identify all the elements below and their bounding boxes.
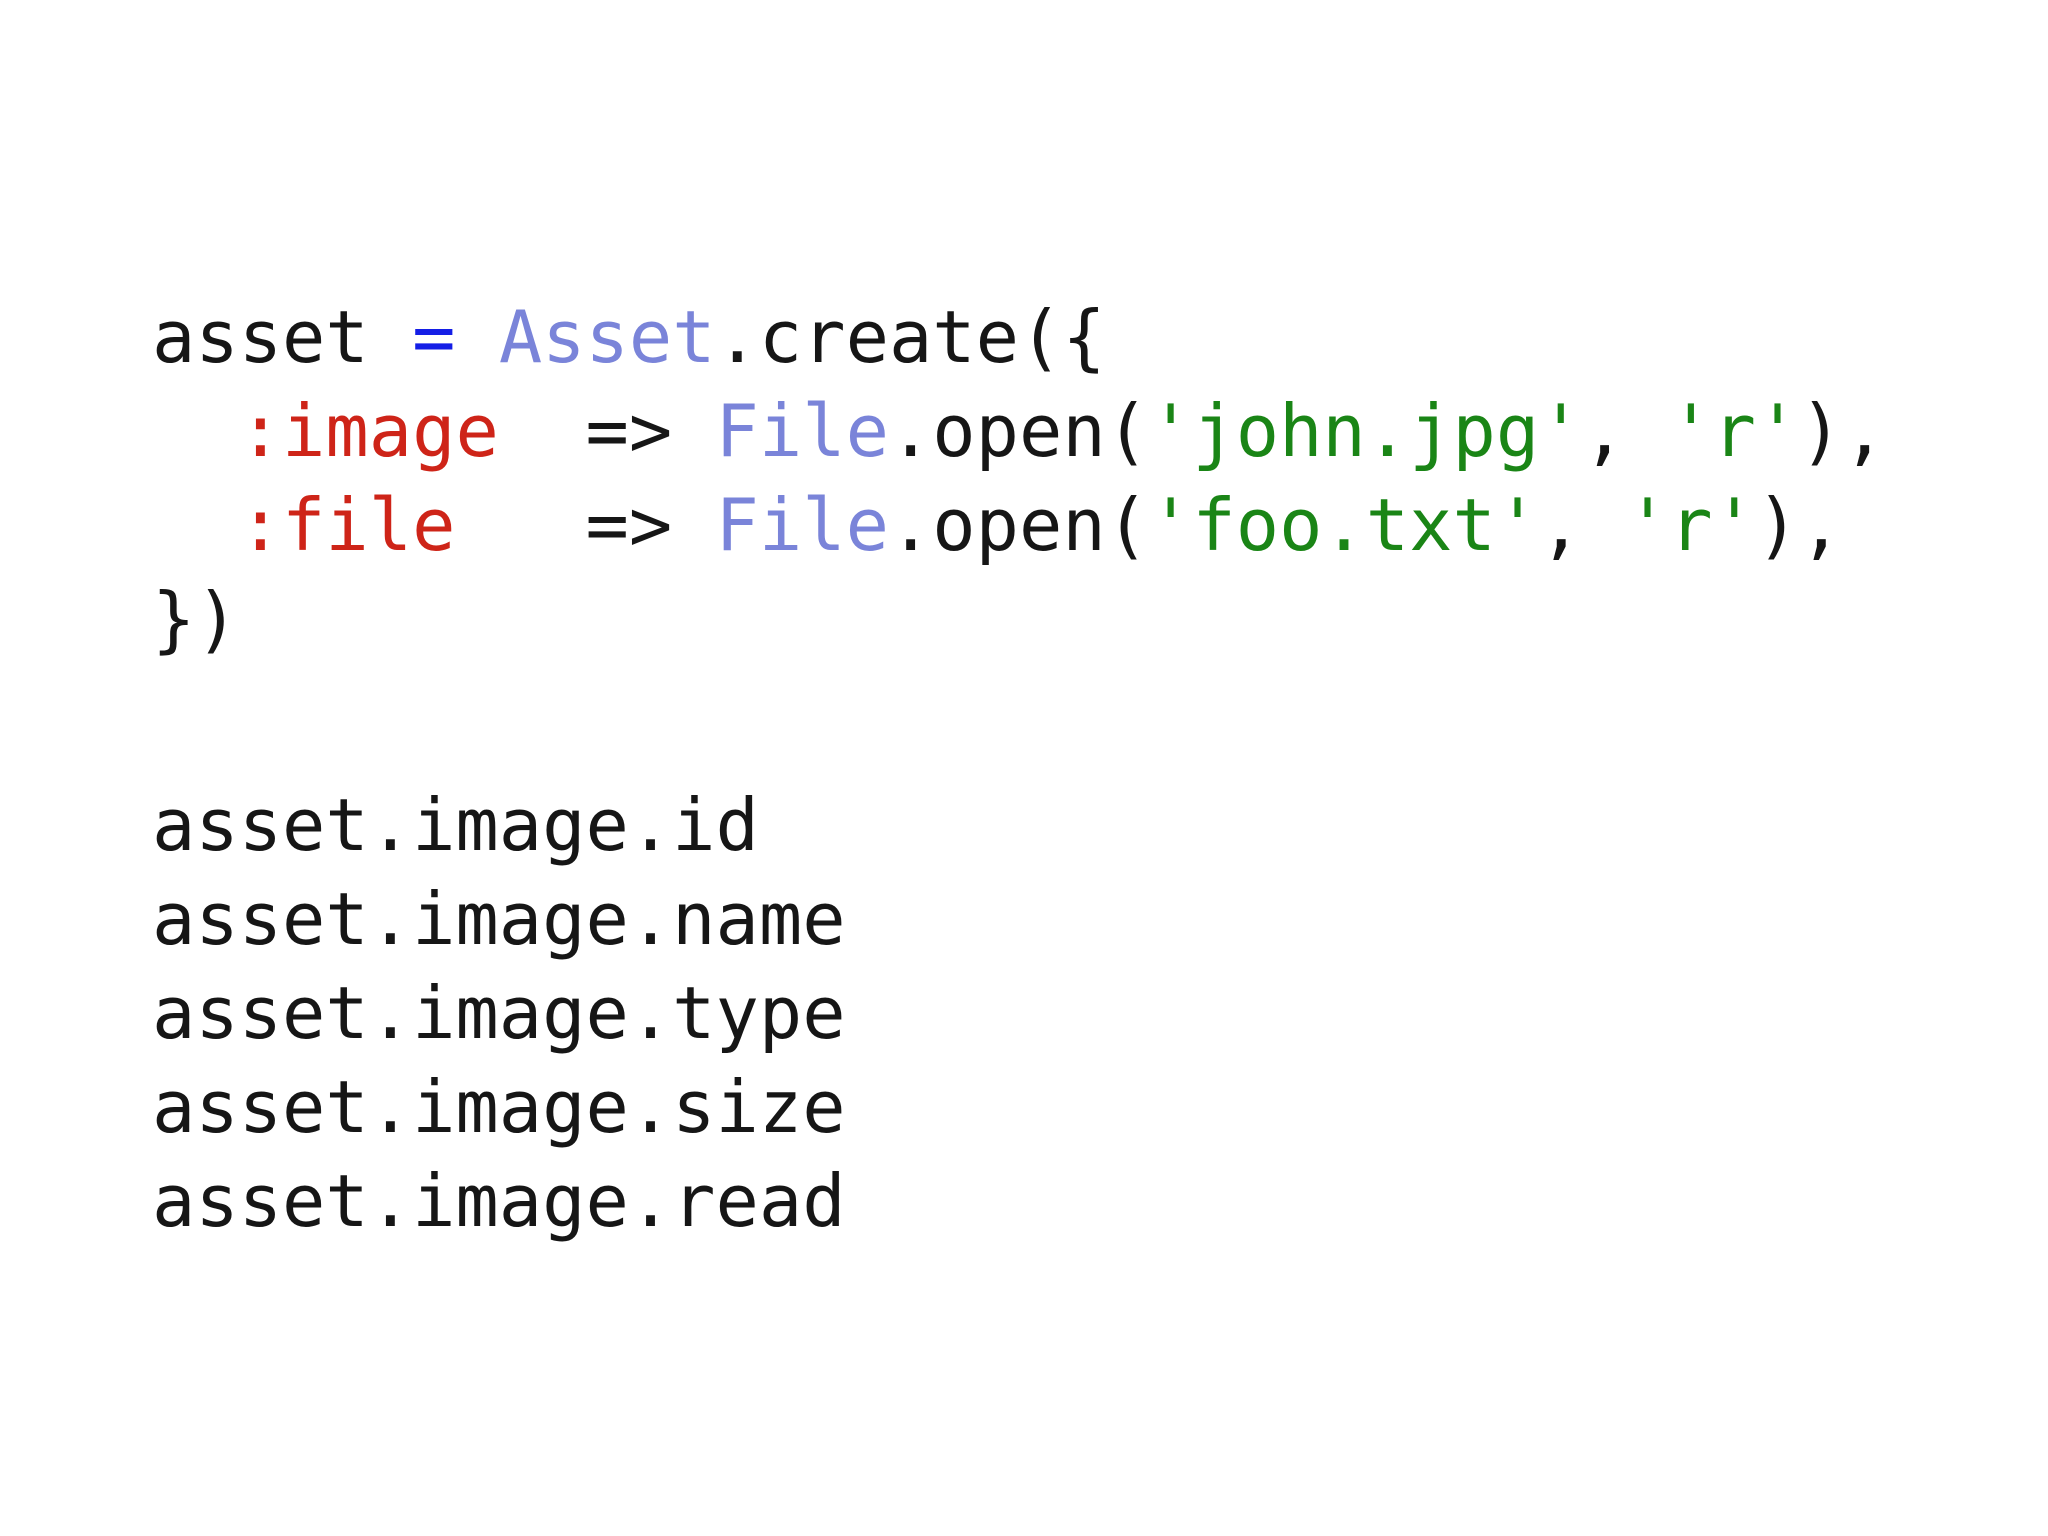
code-line: })	[152, 572, 1886, 666]
code-line: asset.image.read	[152, 1154, 846, 1248]
code-token-string: 'foo.txt'	[1149, 483, 1540, 567]
code-token-plain: .open(	[888, 483, 1150, 567]
code-line: asset.image.size	[152, 1060, 846, 1154]
code-token-string: 'r'	[1669, 389, 1800, 473]
code-token-plain: asset.image.id	[152, 783, 759, 867]
code-token-string: 'john.jpg'	[1149, 389, 1583, 473]
code-line: asset.image.type	[152, 966, 846, 1060]
code-token-symbol: :file	[238, 483, 456, 567]
code-token-class_name: File	[715, 389, 889, 473]
code-block-asset-create: asset = Asset.create({ :image => File.op…	[152, 290, 1886, 666]
code-line: :file => File.open('foo.txt', 'r'),	[152, 478, 1886, 572]
code-line: :image => File.open('john.jpg', 'r'),	[152, 384, 1886, 478]
code-token-plain: .open(	[888, 389, 1150, 473]
code-token-plain: =>	[455, 483, 716, 567]
code-token-operator: =	[412, 295, 456, 379]
code-token-string: 'r'	[1625, 483, 1756, 567]
code-token-plain: ),	[1755, 483, 1843, 567]
code-line: asset = Asset.create({	[152, 290, 1886, 384]
code-token-plain: asset.image.size	[152, 1065, 846, 1149]
code-token-plain	[152, 389, 239, 473]
code-token-plain: asset.image.type	[152, 971, 846, 1055]
code-token-plain	[455, 295, 498, 379]
code-line: asset.image.id	[152, 778, 846, 872]
code-line: asset.image.name	[152, 872, 846, 966]
code-token-plain: =>	[498, 389, 716, 473]
code-token-class_name: Asset	[498, 295, 716, 379]
code-token-plain	[152, 483, 239, 567]
code-token-plain: asset.image.read	[152, 1159, 846, 1243]
code-token-class_name: File	[715, 483, 889, 567]
code-token-plain: asset.image.name	[152, 877, 846, 961]
code-token-plain: asset	[152, 295, 413, 379]
code-token-plain: ,	[1582, 389, 1670, 473]
code-token-symbol: :image	[238, 389, 499, 473]
code-token-plain: ,	[1539, 483, 1626, 567]
code-block-image-accessors: asset.image.id asset.image.name asset.imag…	[152, 778, 846, 1248]
code-token-plain: ),	[1799, 389, 1886, 473]
code-token-plain: .create({	[715, 295, 1106, 379]
code-token-plain: })	[152, 577, 239, 661]
